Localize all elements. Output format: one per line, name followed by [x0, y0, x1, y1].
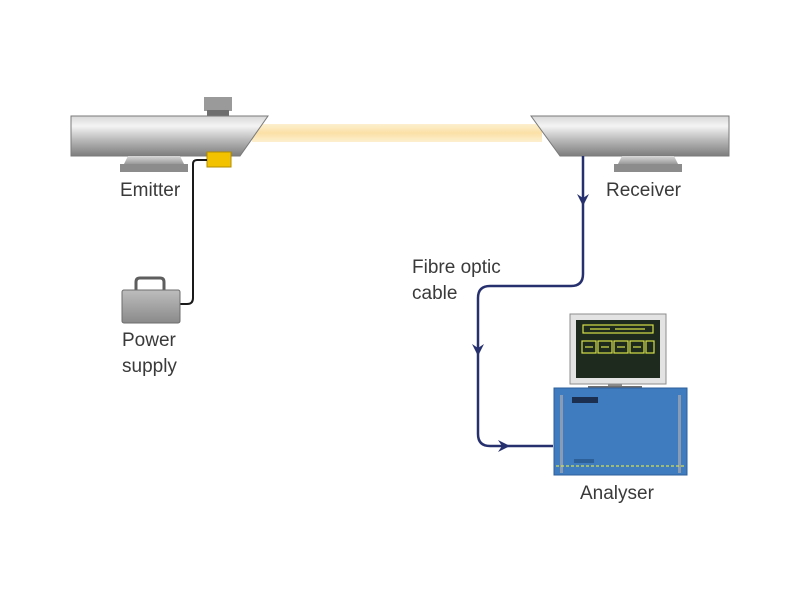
fibre-optic-cable	[476, 156, 585, 448]
emitter-connector	[206, 151, 232, 168]
power-supply-label: Power supply	[122, 328, 177, 380]
arrow-down-icon	[472, 344, 484, 356]
fibre-label-line1: Fibre optic	[412, 257, 501, 278]
emitter-pipe	[70, 97, 269, 172]
power-supply-case	[121, 276, 181, 324]
fibre-label-line2: cable	[412, 283, 458, 304]
receiver-pipe	[530, 115, 730, 172]
analyser-label: Analyser	[580, 483, 654, 504]
analyser-cabinet	[553, 387, 688, 476]
arrow-right-icon	[498, 440, 510, 452]
emitter-label: Emitter	[120, 180, 181, 201]
arrow-down-icon	[577, 194, 589, 206]
power-cable	[180, 159, 207, 305]
power-label-line1: Power	[122, 330, 176, 351]
monitor	[569, 313, 667, 391]
light-beam	[252, 124, 542, 142]
receiver-label: Receiver	[606, 180, 681, 201]
power-label-line2: supply	[122, 356, 177, 377]
fibre-optic-cable-label: Fibre optic cable	[412, 255, 501, 307]
